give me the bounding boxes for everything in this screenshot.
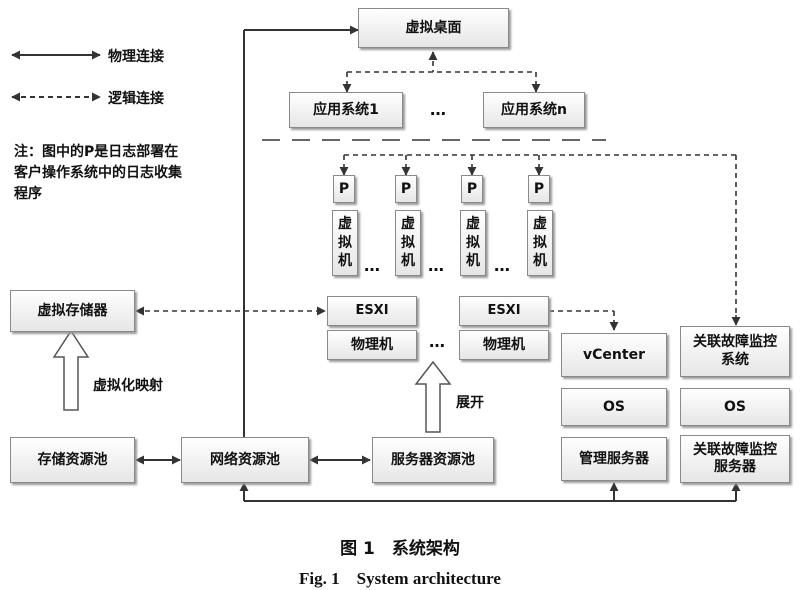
network-desktop-connector (243, 25, 359, 437)
expand-arrow (414, 360, 452, 433)
vm-char: 虚 (401, 215, 415, 232)
desktop-app-connector (346, 52, 537, 92)
vm-char: 拟 (533, 234, 547, 251)
management-server-box: 管理服务器 (561, 437, 667, 481)
esxi-box: ESXI (327, 296, 417, 326)
vm-ellipsis: … (428, 256, 445, 275)
fault-monitor-server-box: 关联故障监控 服务器 (680, 435, 790, 483)
vm-char: 机 (338, 253, 352, 270)
vm-box: 虚拟机 (527, 210, 553, 276)
vm-box: 虚拟机 (395, 210, 421, 276)
vm-char: 虚 (533, 215, 547, 232)
physical-machine-box: 物理机 (459, 330, 549, 360)
legend-logical-label: 逻辑连接 (108, 91, 164, 107)
agent-p-box: P (333, 175, 355, 203)
caption-english: Fig. 1 System architecture (299, 569, 501, 588)
fault-monitor-server-line: 关联故障监控 (693, 441, 777, 458)
vm-char: 拟 (338, 234, 352, 251)
vm-char: 虚 (338, 215, 352, 232)
virtual-storage-box: 虚拟存储器 (10, 290, 135, 332)
vm-ellipsis: … (494, 256, 511, 275)
vm-char: 机 (401, 253, 415, 270)
os-box: OS (680, 388, 790, 426)
app-ellipsis: … (430, 100, 447, 119)
legend-note: 注：图中的P是日志部署在客户操作系统中的日志收集程序 (14, 144, 182, 202)
vm-char: 拟 (401, 234, 415, 251)
caption-chinese: 图 1 系统架构 (340, 539, 460, 559)
network-pool-box: 网络资源池 (181, 437, 309, 483)
vm-char: 拟 (466, 234, 480, 251)
virtualization-mapping-arrow (52, 329, 90, 411)
app-system-1-box: 应用系统1 (289, 92, 403, 128)
agent-bus (343, 154, 737, 325)
physical-machine-box: 物理机 (327, 330, 417, 360)
fault-monitor-system-line: 关联故障监控 (693, 334, 777, 350)
esxi-box: ESXI (459, 296, 549, 326)
storage-pool-box: 存储资源池 (10, 437, 135, 483)
server-pool-box: 服务器资源池 (372, 437, 494, 483)
virtualization-mapping-label: 虚拟化映射 (93, 378, 163, 394)
vm-box: 虚拟机 (460, 210, 486, 276)
virtual-desktop-box: 虚拟桌面 (358, 8, 509, 48)
fault-monitor-server-line: 服务器 (714, 459, 756, 475)
vcenter-box: vCenter (561, 333, 667, 377)
vm-char: 机 (533, 253, 547, 270)
fault-monitor-system-box: 关联故障监控 系统 (680, 326, 790, 377)
agent-p-box: P (461, 175, 483, 203)
agent-p-box: P (395, 175, 417, 203)
expand-label: 展开 (456, 395, 484, 411)
vm-char: 机 (466, 253, 480, 270)
legend-physical-label: 物理连接 (108, 49, 164, 65)
esxi-vcenter-connector (549, 310, 615, 330)
vm-ellipsis: … (364, 256, 381, 275)
vm-char: 虚 (466, 215, 480, 232)
os-box: OS (561, 388, 667, 426)
host-ellipsis: … (429, 332, 446, 351)
vm-box: 虚拟机 (332, 210, 358, 276)
agent-p-box: P (528, 175, 550, 203)
app-system-n-box: 应用系统n (483, 92, 585, 128)
fault-monitor-system-line: 系统 (721, 351, 749, 368)
